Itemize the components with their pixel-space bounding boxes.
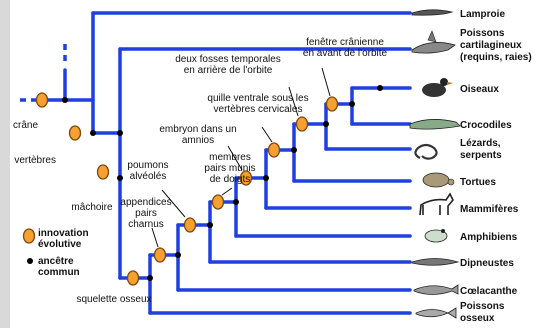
ancestor-node bbox=[233, 199, 239, 205]
innovation-label-crane: crâne bbox=[13, 120, 38, 131]
innovation-marker-poumons bbox=[183, 217, 197, 233]
taxon-label-6: Mammifères bbox=[460, 204, 519, 215]
frog-icon bbox=[424, 229, 448, 243]
ancestor-node bbox=[117, 175, 123, 181]
tortoise-icon bbox=[422, 172, 455, 188]
pointer-quille bbox=[261, 126, 273, 143]
innovation-label-squelette: squelette osseux bbox=[76, 294, 151, 305]
pointer-amnios bbox=[227, 145, 243, 171]
ancestor-node bbox=[323, 121, 329, 127]
figure-panel bbox=[10, 0, 554, 328]
innovation-label-machoire: mâchoire bbox=[71, 202, 113, 213]
taxon-label-9: Cœlacanthe bbox=[460, 286, 518, 297]
innovation-label-vertebres: vertèbres bbox=[14, 155, 56, 166]
snake-icon bbox=[414, 143, 438, 160]
taxon-label-4: Lézards,serpents bbox=[460, 138, 502, 161]
labels: crâne vertèbres mâchoire squelette osseux ap… bbox=[13, 9, 532, 324]
pointer-poumons bbox=[161, 189, 186, 218]
pointer-appendices bbox=[151, 227, 159, 248]
horse-icon bbox=[419, 192, 454, 216]
taxon-label-8: Dipneustes bbox=[460, 258, 514, 269]
taxon-label-2: Oiseaux bbox=[460, 84, 499, 95]
ancestor-node bbox=[147, 275, 153, 281]
taxon-label-0: Lamproie bbox=[460, 9, 505, 20]
taxon-label-7: Amphibiens bbox=[460, 232, 518, 243]
innovation-marker-amnios bbox=[239, 170, 253, 186]
innovation-marker-fosses bbox=[295, 116, 309, 132]
bony-fish-icon bbox=[415, 307, 457, 319]
taxon-label-5: Tortues bbox=[460, 177, 496, 188]
innovation-marker-machoire bbox=[96, 164, 110, 180]
innovation-marker-squelette bbox=[126, 270, 140, 286]
pointer-fenetre bbox=[321, 67, 331, 97]
ancestor-node bbox=[90, 130, 96, 136]
innovation-marker-vertebres bbox=[68, 125, 82, 141]
innovation-marker-quille bbox=[267, 142, 281, 158]
innovation-pointers bbox=[151, 67, 331, 248]
innovation-marker-membres bbox=[211, 194, 225, 210]
ancestor-node bbox=[377, 85, 383, 91]
legend-ancestor-dot bbox=[27, 258, 33, 264]
ancestor-node bbox=[263, 175, 269, 181]
ancestor-node bbox=[117, 130, 123, 136]
crocodile-icon bbox=[409, 119, 461, 130]
legend-innovation-marker bbox=[22, 228, 36, 244]
bird-icon bbox=[422, 78, 453, 97]
ancestor-node bbox=[291, 147, 297, 153]
taxon-label-3: Crocodiles bbox=[460, 120, 512, 131]
pointer-membres bbox=[221, 187, 233, 196]
shark-icon bbox=[411, 30, 456, 54]
organism-icons bbox=[409, 9, 461, 319]
ancestor-node bbox=[349, 101, 355, 107]
lamprey-icon bbox=[411, 9, 454, 16]
ancestor-node bbox=[207, 222, 213, 228]
lungfish-icon bbox=[411, 258, 460, 266]
coelacanth-icon bbox=[413, 284, 459, 295]
pointer-fosses bbox=[288, 86, 299, 117]
ancestor-node bbox=[62, 97, 68, 103]
innovation-marker-appendices bbox=[153, 247, 167, 263]
innovation-marker-fenetre bbox=[325, 96, 339, 112]
innovation-marker-crane bbox=[35, 92, 49, 108]
tree-marks bbox=[35, 85, 383, 286]
ancestor-node bbox=[175, 252, 181, 258]
